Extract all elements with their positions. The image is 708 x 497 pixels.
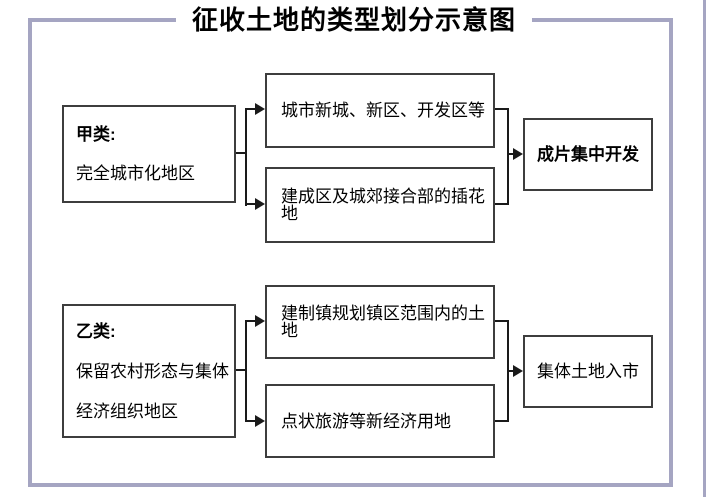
arrowhead-right-icon [255,198,265,210]
connector-line [247,320,255,322]
box-type-a: 甲类: 完全城市化地区 [62,105,236,203]
box-type-b-line1: 保留农村形态与集体 [76,361,229,381]
box-town-planning-land: 建制镇规划镇区范围内的土地 [265,285,495,359]
box-collective-land-market-label: 集体土地入市 [537,362,639,381]
connector-line [495,320,509,322]
connector-line [245,320,247,422]
box-built-up-fringe-land: 建成区及城郊接合部的插花地 [265,167,495,243]
box-contiguous-development-label: 成片集中开发 [537,145,639,164]
box-type-b-line2: 经济组织地区 [76,401,178,421]
arrowhead-right-icon [255,415,265,427]
box-urban-new-districts: 城市新城、新区、开发区等 [265,73,495,148]
box-town-planning-land-label: 建制镇规划镇区范围内的土地 [281,304,485,340]
arrowhead-right-icon [255,103,265,115]
connector-line [509,370,515,372]
box-type-a-heading: 甲类: [76,125,116,144]
box-tourism-new-economy-land-label: 点状旅游等新经济用地 [281,411,451,431]
connector-line [509,153,515,155]
box-urban-new-districts-label: 城市新城、新区、开发区等 [281,101,485,120]
box-type-b: 乙类: 保留农村形态与集体 经济组织地区 [62,304,236,438]
box-type-a-line: 完全城市化地区 [76,164,195,183]
box-collective-land-market: 集体土地入市 [523,335,653,408]
box-contiguous-development: 成片集中开发 [523,118,653,191]
arrowhead-right-icon [513,148,523,160]
page-edge-line [703,0,706,497]
connector-line [247,108,255,110]
connector-line [507,320,509,422]
connector-line [495,420,509,422]
connector-line [495,203,509,205]
box-type-b-heading: 乙类: [76,321,116,341]
connector-line [495,108,509,110]
arrowhead-right-icon [255,315,265,327]
connector-line [245,108,247,206]
connector-line [247,420,255,422]
connector-line [247,203,255,205]
connector-line [507,108,509,205]
connector-line [236,369,247,371]
box-tourism-new-economy-land: 点状旅游等新经济用地 [265,384,495,458]
diagram-title: 征收土地的类型划分示意图 [175,3,533,37]
box-built-up-fringe-land-label: 建成区及城郊接合部的插花地 [281,187,485,223]
arrowhead-right-icon [513,365,523,377]
connector-line [236,152,247,154]
